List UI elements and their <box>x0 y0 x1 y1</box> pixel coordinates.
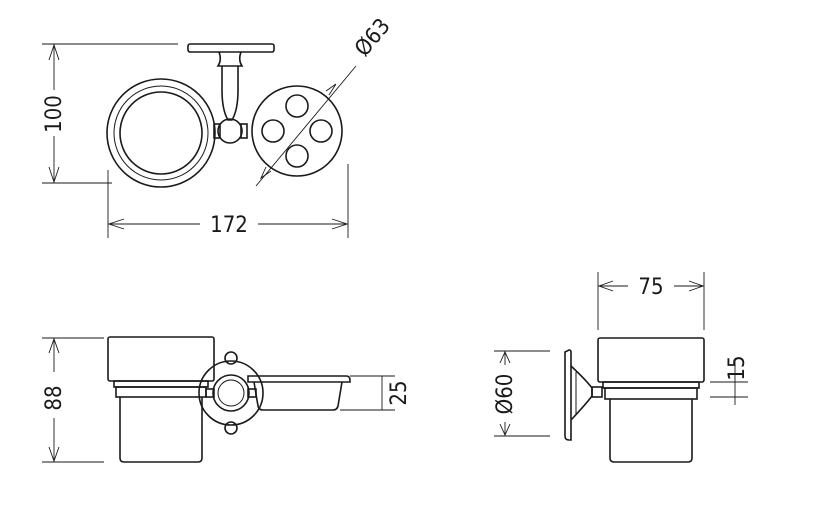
dim-side-depth: 75 <box>638 275 663 300</box>
dim-front-height: 88 <box>42 385 67 410</box>
side-view <box>494 272 748 463</box>
dim-holder-diameter: Ø63 <box>350 14 395 61</box>
top-view <box>42 43 357 238</box>
dim-top-width: 172 <box>210 213 248 238</box>
dim-side-offset: 15 <box>725 355 750 380</box>
dim-side-diameter: Ø60 <box>493 374 518 415</box>
dim-top-height: 100 <box>42 95 67 133</box>
front-view <box>42 336 395 463</box>
dim-dish-height: 25 <box>387 380 412 405</box>
